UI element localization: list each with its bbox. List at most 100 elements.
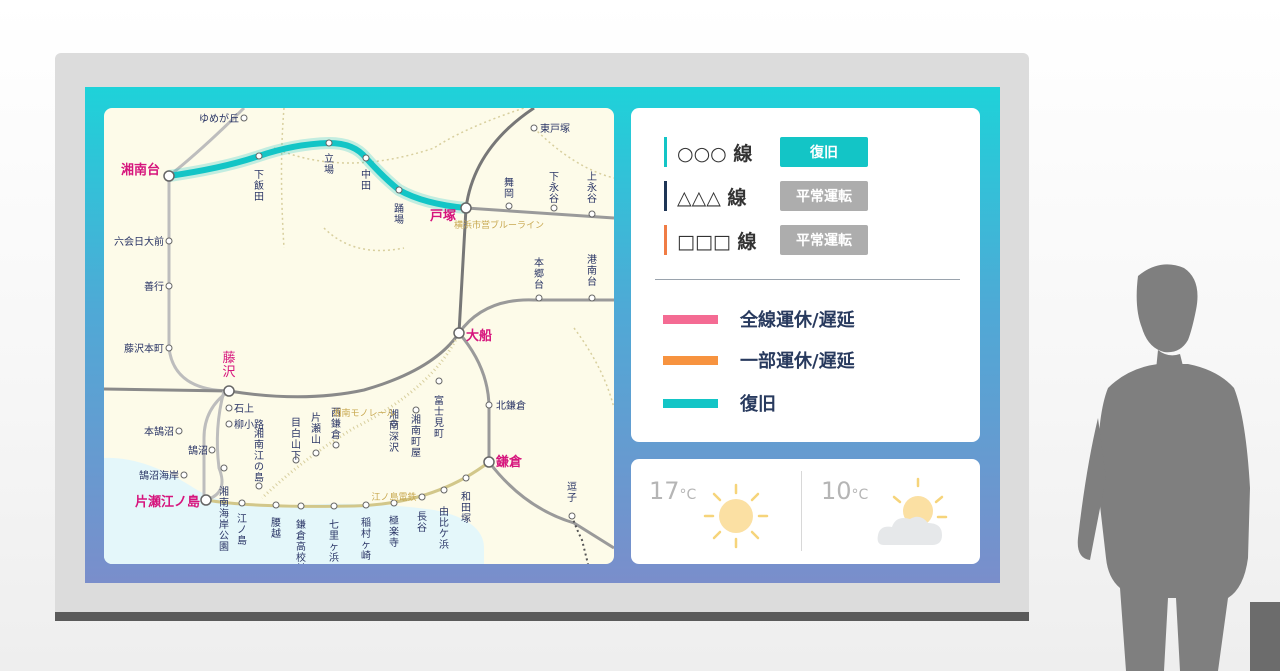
station-marker[interactable] xyxy=(362,154,370,162)
line-name: △△△ 線 xyxy=(677,186,747,209)
station-label: 稲村ヶ崎 xyxy=(361,517,371,562)
station-label: 極楽寺 xyxy=(389,514,399,549)
station-label: 鵠沼海岸 xyxy=(139,469,179,482)
station-marker[interactable] xyxy=(418,493,426,501)
legend-label: 一部運休/遅延 xyxy=(740,351,855,372)
station-label: 港南台 xyxy=(587,254,597,288)
station-marker[interactable] xyxy=(483,456,495,468)
station-marker[interactable] xyxy=(460,202,472,214)
station-marker[interactable] xyxy=(505,202,513,210)
station-label: 和田塚 xyxy=(461,491,471,525)
station-marker[interactable] xyxy=(332,441,340,449)
station-label: 鵠沼 xyxy=(188,444,208,457)
line-color-bar xyxy=(664,225,667,255)
station-label: 北鎌倉 xyxy=(496,399,526,412)
line-label: 江ノ島電鉄 xyxy=(371,491,416,503)
station-marker[interactable] xyxy=(272,501,280,509)
station-marker[interactable] xyxy=(223,385,235,397)
station-marker[interactable] xyxy=(568,512,576,520)
station-label: 湘南江の島 xyxy=(254,427,264,484)
station-marker[interactable] xyxy=(440,486,448,494)
route-map[interactable]: 湘南台戸塚大船藤沢鎌倉片瀬江ノ島下飯田立場中田踊場舞岡下永谷上永谷本郷台港南台富… xyxy=(104,108,614,564)
station-label: 長谷 xyxy=(417,511,427,534)
legend-item-partial-suspension: 一部運休/遅延 xyxy=(663,347,855,373)
station-marker[interactable] xyxy=(462,474,470,482)
station-marker[interactable] xyxy=(165,237,173,245)
station-marker[interactable] xyxy=(163,170,175,182)
station-label: 西鎌倉 xyxy=(331,408,341,441)
station-label: 片瀬山 xyxy=(311,411,321,446)
line-row-1[interactable]: ○○○ 線 復旧 xyxy=(664,136,868,168)
station-label: 湘南深沢 xyxy=(389,408,399,454)
person-silhouette xyxy=(1077,264,1280,671)
station-marker[interactable] xyxy=(220,464,228,472)
station-label: 江ノ島 xyxy=(237,513,247,547)
line-row-2[interactable]: △△△ 線 平常運転 xyxy=(664,180,868,212)
status-badge: 平常運転 xyxy=(780,181,868,211)
station-marker[interactable] xyxy=(535,294,543,302)
station-label: 鎌倉高校前 xyxy=(296,518,306,564)
station-label: 七里ヶ浜 xyxy=(329,519,339,564)
line-label: 湘南モノレール xyxy=(332,407,395,419)
station-label: 藤沢本町 xyxy=(124,342,164,355)
major-station-label: 鎌倉 xyxy=(495,454,523,470)
station-marker[interactable] xyxy=(180,471,188,479)
major-station-label: 戸塚 xyxy=(430,209,456,224)
station-label: 舞岡 xyxy=(504,177,514,200)
station-label: 逗子 xyxy=(567,481,577,504)
station-marker[interactable] xyxy=(395,186,403,194)
weather-panel: 17°C 10°C xyxy=(631,459,980,564)
station-label: 湘南町屋 xyxy=(411,413,421,459)
station-marker[interactable] xyxy=(588,210,596,218)
weather-divider xyxy=(801,471,802,551)
station-marker[interactable] xyxy=(330,502,338,510)
weather-temp-today: 17°C xyxy=(649,477,697,505)
station-label: 中田 xyxy=(361,168,371,192)
station-marker[interactable] xyxy=(297,502,305,510)
station-marker[interactable] xyxy=(240,114,248,122)
line-name: □□□ 線 xyxy=(677,230,757,253)
station-marker[interactable] xyxy=(325,139,333,147)
legend-item-restored: 復旧 xyxy=(663,390,776,416)
station-marker[interactable] xyxy=(225,420,233,428)
major-station-label: 片瀬江ノ島 xyxy=(135,494,200,510)
station-label: 踊場 xyxy=(394,203,404,226)
sun-icon xyxy=(703,483,769,549)
station-marker[interactable] xyxy=(485,401,493,409)
line-name: ○○○ 線 xyxy=(677,142,753,165)
station-label: 富士見町 xyxy=(434,394,444,440)
station-marker[interactable] xyxy=(362,501,370,509)
station-label: 柳小路 xyxy=(234,418,264,431)
station-marker[interactable] xyxy=(200,494,212,506)
weather-temp-tomorrow: 10°C xyxy=(821,477,869,505)
sun-cloud-icon xyxy=(877,477,948,545)
station-marker[interactable] xyxy=(255,152,263,160)
station-marker[interactable] xyxy=(550,204,558,212)
line-label: 横浜市営ブルーライン xyxy=(454,219,544,231)
line-row-3[interactable]: □□□ 線 平常運転 xyxy=(664,224,868,256)
station-marker[interactable] xyxy=(390,419,398,427)
major-station-label: 湘南台 xyxy=(121,162,160,178)
station-marker[interactable] xyxy=(435,377,443,385)
legend-item-full-suspension: 全線運休/遅延 xyxy=(663,306,855,332)
line-color-bar xyxy=(664,181,667,211)
station-marker[interactable] xyxy=(312,449,320,457)
station-marker[interactable] xyxy=(530,124,538,132)
station-marker[interactable] xyxy=(225,404,233,412)
station-marker[interactable] xyxy=(165,282,173,290)
station-marker[interactable] xyxy=(175,427,183,435)
station-marker[interactable] xyxy=(255,482,263,490)
station-marker[interactable] xyxy=(412,406,420,414)
station-marker[interactable] xyxy=(390,499,398,507)
station-label: 上永谷 xyxy=(587,171,597,205)
station-marker[interactable] xyxy=(165,344,173,352)
station-marker[interactable] xyxy=(208,446,216,454)
station-marker[interactable] xyxy=(292,456,300,464)
station-marker[interactable] xyxy=(238,499,246,507)
line-status-panel: ○○○ 線 復旧 △△△ 線 平常運転 □□□ 線 平常運転 全線運休/遅延 一… xyxy=(631,108,980,442)
station-label: 湘南海岸公園 xyxy=(219,485,229,553)
station-label: 藤沢 xyxy=(222,351,235,380)
station-marker[interactable] xyxy=(588,294,596,302)
station-marker[interactable] xyxy=(453,327,465,339)
status-badge: 平常運転 xyxy=(780,225,868,255)
